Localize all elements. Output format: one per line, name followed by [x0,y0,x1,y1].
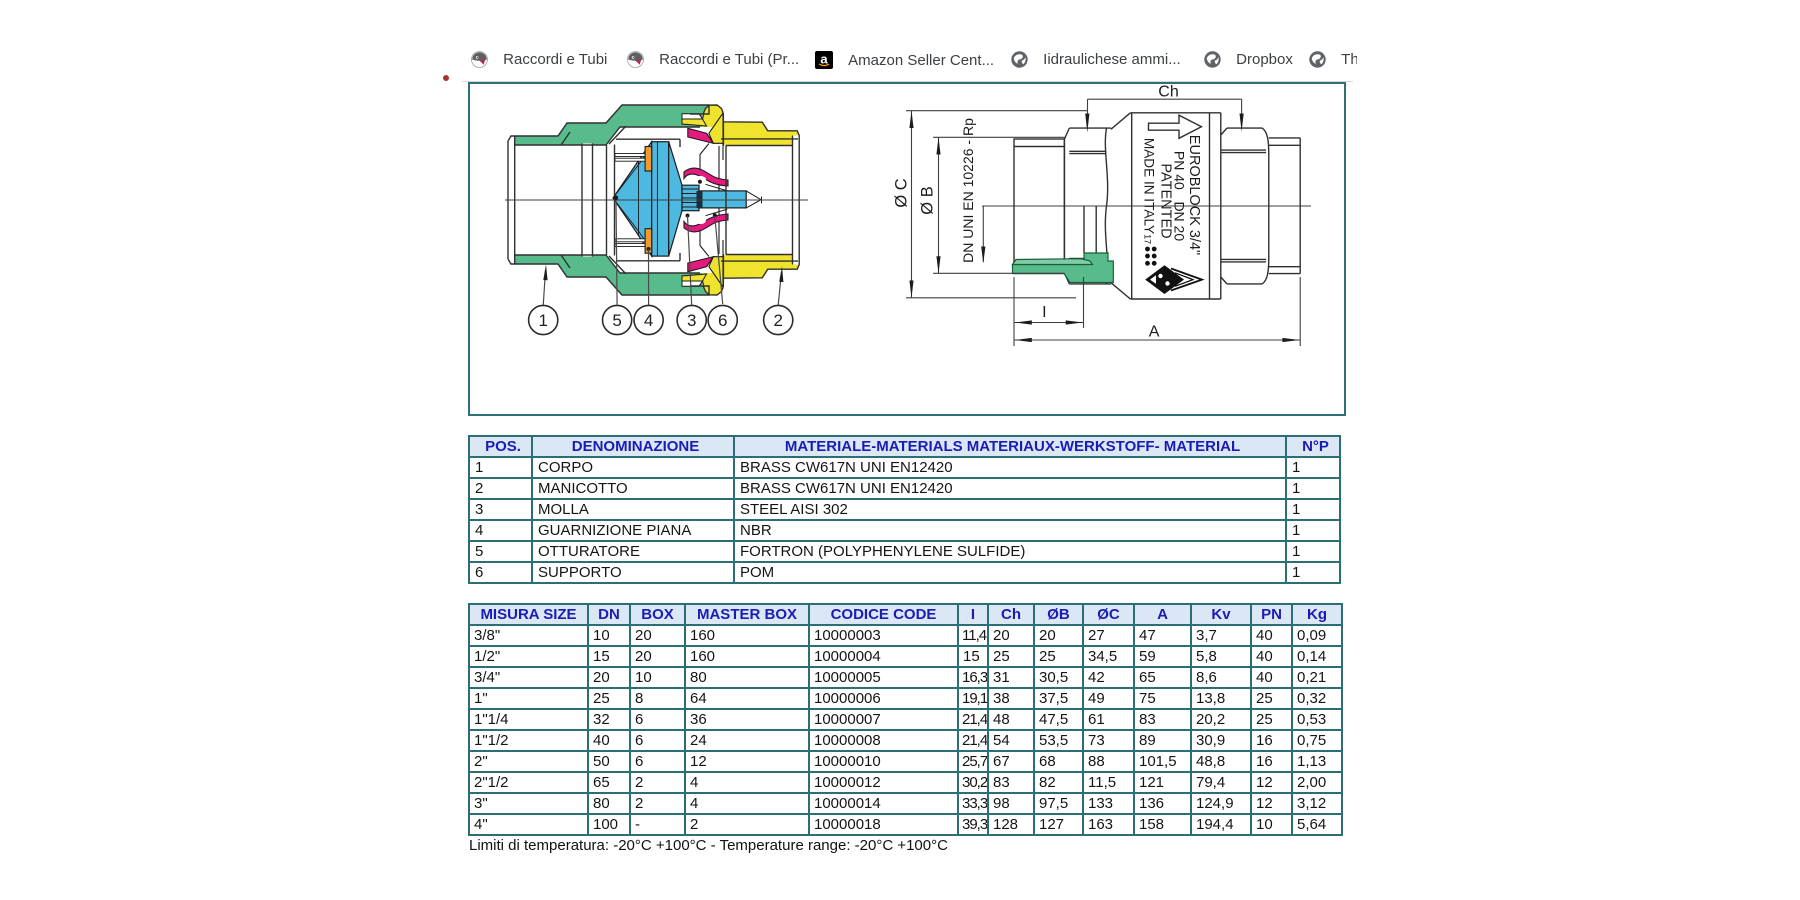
svg-text:MADE IN ITALY17: MADE IN ITALY17 [1142,138,1157,244]
svg-text:PATENTED: PATENTED [1158,163,1174,238]
svg-text:Ch: Ch [1158,84,1178,101]
svg-text:5: 5 [612,311,621,330]
svg-text:1: 1 [538,311,547,330]
svg-text:Ø C: Ø C [893,178,911,207]
svg-text:A: A [1149,324,1160,341]
svg-text:6: 6 [718,311,727,330]
svg-text:2: 2 [773,311,782,330]
svg-text:3: 3 [687,311,696,330]
svg-text:PN 40 DN 20: PN 40 DN 20 [1172,151,1188,241]
svg-text:4: 4 [644,311,653,330]
svg-text:I: I [1042,304,1046,321]
svg-text:Ø B: Ø B [919,186,937,214]
svg-text:DN UNI EN 10226 - Rp: DN UNI EN 10226 - Rp [960,118,976,263]
svg-text:EUROBLOCK 3/4": EUROBLOCK 3/4" [1186,135,1202,255]
svg-text:a: a [820,52,828,67]
